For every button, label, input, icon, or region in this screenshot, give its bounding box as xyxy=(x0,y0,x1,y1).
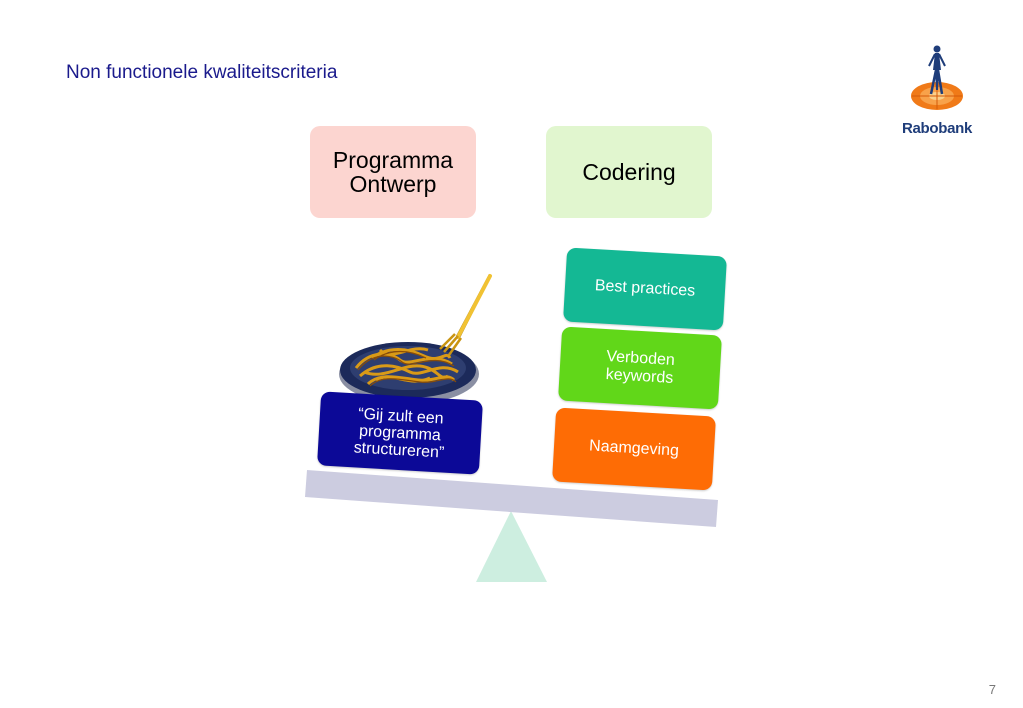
rabobank-logo: Rabobank xyxy=(892,40,982,144)
gij-zult-card: “Gij zult een programma structureren” xyxy=(317,391,483,475)
page-number: 7 xyxy=(988,682,996,697)
programma-ontwerp-box: Programma Ontwerp xyxy=(310,126,476,218)
fork-icon xyxy=(439,274,492,356)
spaghetti-plate-icon xyxy=(339,342,479,404)
verboden-line2: keywords xyxy=(605,366,674,387)
naamgeving-card: Naamgeving xyxy=(552,407,716,491)
rabobank-logo-icon xyxy=(911,45,963,110)
verboden-keywords-card: Verboden keywords xyxy=(558,326,722,410)
codering-box: Codering xyxy=(546,126,712,218)
logo-text: Rabobank xyxy=(901,120,973,137)
fulcrum-triangle-icon xyxy=(476,511,547,582)
balance-beam xyxy=(305,470,718,527)
best-practices-card: Best practices xyxy=(563,247,727,331)
programma-ontwerp-line2: Ontwerp xyxy=(349,171,437,197)
programma-ontwerp-line1: Programma xyxy=(332,147,454,173)
slide-title: Non functionele kwaliteitscriteria xyxy=(66,62,338,83)
